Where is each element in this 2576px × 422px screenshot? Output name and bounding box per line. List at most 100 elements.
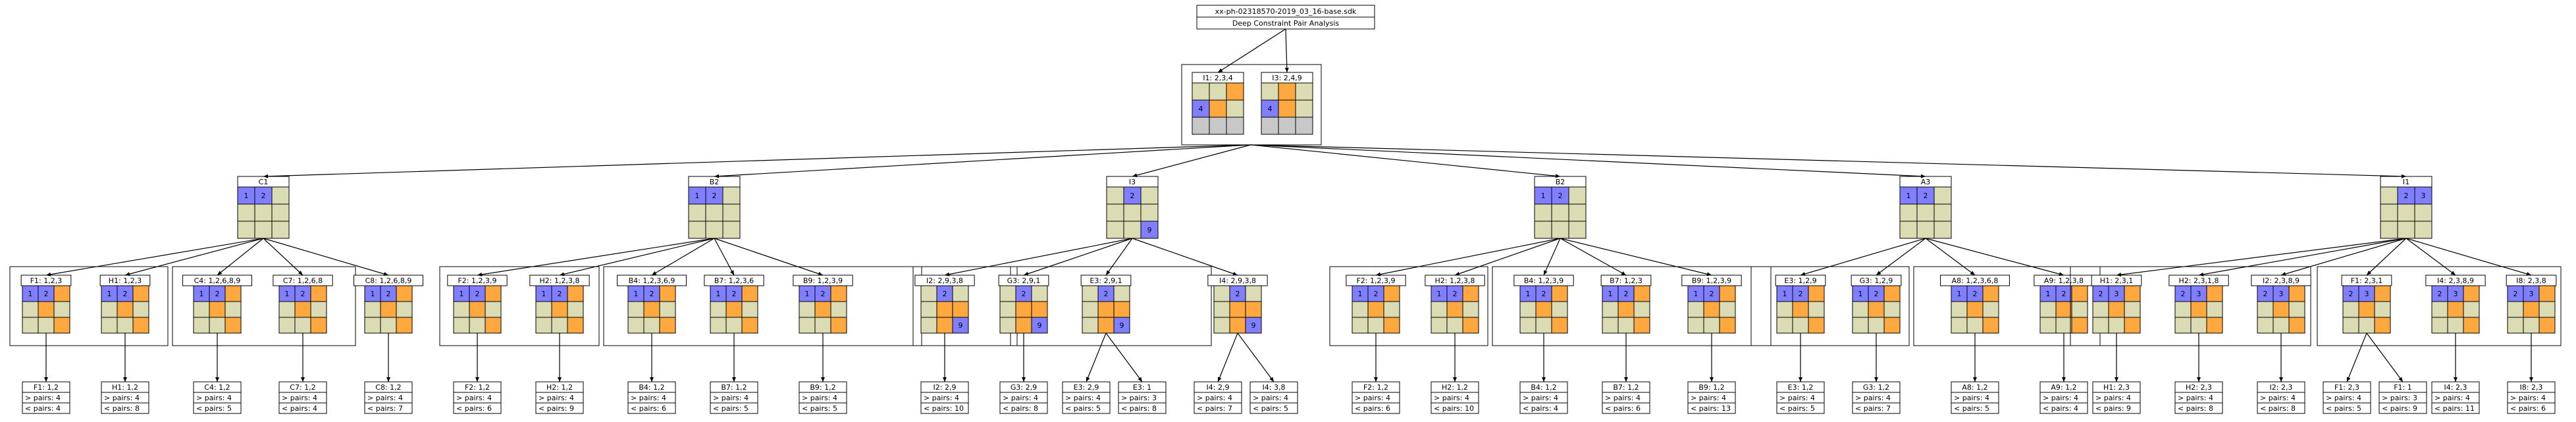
grid-cell <box>1703 301 1720 318</box>
edge-level-to-sub <box>944 238 1133 276</box>
leaf-greater-pairs: > pairs: 4 <box>2326 394 2361 402</box>
grid-cell <box>117 301 134 318</box>
grid-cell <box>999 301 1016 318</box>
leaf-box <box>2507 381 2556 414</box>
leaf-label: E3: 1,2 <box>1788 383 1814 392</box>
grid-cell <box>1568 203 1587 222</box>
grid-cell <box>1534 203 1552 222</box>
grid-cell <box>2190 301 2207 318</box>
grid-cell-number: 1 <box>1608 290 1613 298</box>
edge-arrowhead <box>215 377 219 382</box>
leaf-greater-pairs: > pairs: 4 <box>25 394 61 402</box>
grid-cell <box>688 221 706 239</box>
leaf-node: F1: 1> pairs: 3< pairs: 9 <box>2379 381 2427 414</box>
leaf-node: E3: 2,9> pairs: 4< pairs: 5 <box>1062 381 1111 414</box>
grid-cell <box>2174 317 2192 334</box>
edge-arrowhead <box>386 377 390 382</box>
grid-cell <box>2071 285 2088 302</box>
edge-arrowhead <box>2197 377 2201 382</box>
grid-cell <box>1226 82 1244 101</box>
grid-cell <box>1808 301 1825 318</box>
grid-cell <box>2397 203 2415 222</box>
leaf-greater-pairs: > pairs: 4 <box>924 394 959 402</box>
grid-cell <box>1367 317 1384 334</box>
grid-cell <box>1617 301 1635 318</box>
grid-cell <box>1192 82 1210 101</box>
leaf-greater-pairs: > pairs: 4 <box>282 394 317 402</box>
grid-cell <box>741 301 758 318</box>
grid-cell <box>1352 301 1369 318</box>
leaf-node: B4: 1,2> pairs: 4< pairs: 6 <box>627 381 676 414</box>
grid-cell <box>1719 285 1736 302</box>
grid-cell <box>2288 285 2305 302</box>
grid-cell <box>2414 221 2432 239</box>
leaf-greater-pairs: > pairs: 4 <box>1355 394 1390 402</box>
edge-arrowhead <box>1132 173 1138 178</box>
leaf-greater-pairs: > pairs: 4 <box>2260 394 2296 402</box>
node-label: I4: 2,9,3,8 <box>1219 277 1256 285</box>
grid-cell <box>1082 317 1099 334</box>
edge-arrowhead <box>560 272 565 277</box>
grid-cell <box>1687 301 1704 318</box>
leaf-node: A8: 1,2> pairs: 4< pairs: 5 <box>1951 381 1999 414</box>
grid-cell <box>2538 317 2556 334</box>
leaf-label: F2: 1,2 <box>1363 383 1388 392</box>
grid-cell <box>1261 82 1279 101</box>
grid-cell <box>1687 317 1704 334</box>
grid-cell <box>271 221 290 239</box>
edge-arrowhead <box>1022 377 1026 382</box>
edge-level-to-sub <box>2198 238 2407 276</box>
grid-cell <box>310 285 327 302</box>
edge-arrowhead <box>475 377 479 382</box>
edge-arrowhead <box>1621 271 1626 275</box>
edge-root-to-top2 <box>1285 28 1288 73</box>
grid-cell-number: 2 <box>301 290 305 298</box>
edge-level-to-sub <box>1925 238 1976 276</box>
grid-cell-number: 2 <box>558 290 562 298</box>
edge-top-to-level <box>714 144 1251 177</box>
grid-cell <box>2108 301 2125 318</box>
grid-cell <box>1226 117 1244 135</box>
grid-cell <box>1933 186 1952 205</box>
grid-cell <box>2108 317 2125 334</box>
leaf-label: G3: 1,2 <box>1863 383 1889 392</box>
grid-cell <box>2414 186 2432 205</box>
group-frame <box>2070 266 2311 346</box>
grid-cell <box>688 186 706 205</box>
grid-cell-number: 2 <box>712 192 717 200</box>
leaf-box <box>799 381 847 414</box>
grid-cell <box>1097 301 1115 318</box>
leaf-box <box>920 381 969 414</box>
leaf-box <box>2379 381 2427 414</box>
grid-cell <box>2288 317 2305 334</box>
node-label: G3: 1,2,9 <box>1860 277 1893 285</box>
grid-cell <box>117 317 134 334</box>
grid-cell-number: 1 <box>716 290 721 298</box>
edge-arrowhead <box>1086 377 1090 382</box>
grid-cell <box>2380 203 2398 222</box>
grid-cell <box>1031 317 1048 334</box>
edge-level-to-sub <box>1375 238 1561 276</box>
leaf-greater-pairs: > pairs: 4 <box>802 394 837 402</box>
grid-cell <box>1015 317 1032 334</box>
grid-cell-number: 2 <box>1799 290 1803 298</box>
leaf-node: E3: 1> pairs: 3< pairs: 8 <box>1118 381 1167 414</box>
edge-level-to-sub <box>1876 238 1926 276</box>
edge-top-to-level <box>1132 144 1251 177</box>
edge-arrowhead <box>1374 377 1378 382</box>
edge-arrowhead <box>1106 270 1111 275</box>
grid-cell <box>237 221 255 239</box>
grid-cell <box>237 186 255 205</box>
grid-cell <box>1551 317 1568 334</box>
grid-cell <box>1617 285 1635 302</box>
grid-cell <box>722 186 741 205</box>
grid-cell-number: 2 <box>1558 192 1563 200</box>
grid-cell <box>101 301 118 318</box>
grid-cell <box>193 317 210 334</box>
edge-arrowhead <box>943 377 947 382</box>
grid-cell <box>364 301 381 318</box>
grid-cell <box>1633 301 1650 318</box>
grid-cell <box>1982 301 1999 318</box>
